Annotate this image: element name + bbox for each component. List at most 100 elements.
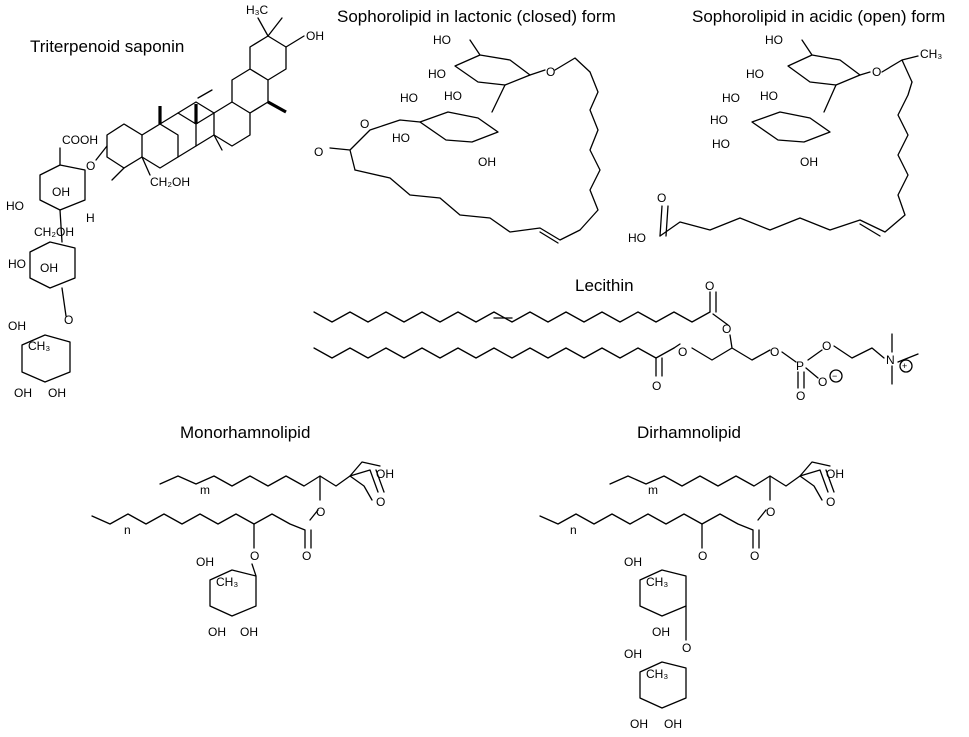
sophorolipid-lactonic-structure: HO HO HO O HO HO OH O O (314, 33, 601, 244)
sopho-open-label-o-2: O (657, 191, 666, 205)
saponin-label-oh-4: OH (14, 386, 32, 400)
di-chain-n (539, 509, 767, 549)
saponin-label-ch3: CH₃ (28, 339, 50, 353)
lecithin-minus-charge-circle (829, 369, 843, 383)
monorhamnolipid-structure: m OH O O n O O CH₃ OH OH OH (91, 461, 394, 639)
lecithin-choline (833, 345, 885, 359)
saponin-double-bond (197, 89, 213, 99)
di-label-oh-2: OH (652, 625, 670, 639)
sopho-closed-label-o-2: O (314, 145, 323, 159)
lecithin-carbonyl-2 (655, 343, 681, 377)
saponin-methyl-wedge-3 (267, 100, 287, 114)
sopho-open-chain (659, 81, 913, 237)
lecithin-chain-saturated (313, 347, 675, 359)
lecithin-plus-charge-circle (899, 359, 913, 373)
di-label-oh-3: OH (624, 647, 642, 661)
sopho-closed-label-ho-4: HO (400, 91, 418, 105)
saponin-label-top-oh: OH (306, 29, 324, 43)
saponin-label-ch2oh-2: CH₂OH (34, 225, 74, 239)
di-chain-m (609, 475, 823, 501)
sopho-closed-chain (354, 71, 601, 241)
sopho-closed-label-ho-3: HO (444, 89, 462, 103)
di-rhamnose-2 (639, 661, 687, 709)
di-label-oh-5: OH (664, 717, 682, 731)
saponin-methyl-4 (111, 134, 223, 181)
lecithin-minus-sign: − (832, 371, 837, 381)
title-lecithin: Lecithin (575, 276, 634, 295)
mono-chain-n (91, 509, 319, 549)
di-label-o-1: O (826, 495, 835, 509)
sopho-open-label-ho-acid: HO (628, 231, 646, 245)
lecithin-label-o-6: O (822, 339, 831, 353)
saponin-label-o-2: O (64, 313, 73, 327)
di-label-o-4: O (698, 549, 707, 563)
sopho-open-label-ch3: CH₃ (920, 47, 942, 61)
saponin-ring-a (106, 123, 143, 169)
saponin-label-ho-2: HO (8, 257, 26, 271)
lecithin-plus-sign: + (902, 361, 907, 371)
mono-acid (349, 461, 385, 493)
mono-label-o-2: O (316, 505, 325, 519)
saponin-ring-b (141, 123, 179, 169)
sopho-closed-glucose-1 (454, 39, 531, 86)
lecithin-label-o-8: O (818, 375, 827, 389)
saponin-sugar-1 (39, 147, 86, 211)
lecithin-label-p: P (796, 359, 804, 373)
title-sophorolipid-closed: Sophorolipid in lactonic (closed) form (337, 7, 616, 26)
di-label-ch3-2: CH₃ (646, 667, 668, 681)
mono-label-oh-3: OH (240, 625, 258, 639)
di-label-n: n (570, 523, 577, 537)
di-label-oh: OH (826, 467, 844, 481)
sopho-open-label-ho-6: HO (712, 137, 730, 151)
sopho-open-label-ho-3: HO (760, 89, 778, 103)
mono-label-ch3: CH₃ (216, 575, 238, 589)
sopho-closed-label-o-3: O (360, 117, 369, 131)
mono-label-oh-1: OH (196, 555, 214, 569)
mono-label-m: m (200, 483, 210, 497)
mono-label-o-3: O (302, 549, 311, 563)
lecithin-label-o-1: O (705, 279, 714, 293)
saponin-sugar-2 (29, 209, 76, 289)
sopho-open-label-oh-1: OH (800, 155, 818, 169)
saponin-label-ho-1: HO (6, 199, 24, 213)
di-acid (799, 461, 835, 493)
di-label-m: m (648, 483, 658, 497)
sopho-open-label-ho-5: HO (710, 113, 728, 127)
sopho-closed-label-oh-1: OH (478, 155, 496, 169)
mono-label-oh-2: OH (208, 625, 226, 639)
sopho-closed-label-ho-2: HO (428, 67, 446, 81)
mono-label-oh: OH (376, 467, 394, 481)
lecithin-label-o-2: O (722, 322, 731, 336)
sopho-closed-cis-bond (539, 231, 559, 244)
di-label-o-3: O (750, 549, 759, 563)
lecithin-structure: O O O O O P O O O − N + (313, 279, 919, 403)
sopho-closed-glucose-2 (419, 84, 506, 143)
lecithin-label-o-5: O (770, 345, 779, 359)
di-label-o-5: O (682, 641, 691, 655)
mono-rhamnose (209, 563, 257, 617)
lecithin-label-n: N (886, 353, 895, 367)
di-label-o-2: O (766, 505, 775, 519)
lecithin-label-o-4: O (678, 345, 687, 359)
triterpenoid-saponin-structure: H₃C OH CH₂OH O COOH HO OH H CH₂OH HO OH … (6, 3, 324, 400)
saponin-label-o: O (86, 159, 95, 173)
saponin-glycosidic-bond (95, 145, 108, 161)
title-monorhamnolipid: Monorhamnolipid (180, 423, 310, 442)
sopho-open-cis-bond (859, 223, 881, 237)
lecithin-chain-unsaturated (313, 311, 711, 323)
lecithin-label-o-7: O (796, 389, 805, 403)
title-triterpenoid-saponin: Triterpenoid saponin (30, 37, 184, 56)
saponin-ring-e (213, 101, 251, 147)
saponin-label-ch2oh: CH₂OH (150, 175, 190, 189)
sopho-open-label-ho-1: HO (765, 33, 783, 47)
saponin-label-cooh: COOH (62, 133, 98, 147)
title-dirhamnolipid: Dirhamnolipid (637, 423, 741, 442)
sopho-open-glycosidic (859, 55, 919, 83)
sopho-closed-label-ho-5: HO (392, 131, 410, 145)
saponin-label-h3c: H₃C (246, 3, 269, 17)
sopho-closed-label-ho-1: HO (433, 33, 451, 47)
di-label-oh-4: OH (630, 717, 648, 731)
sopho-open-label-ho-4: HO (722, 91, 740, 105)
lecithin-phosphate-bonds (781, 349, 823, 389)
